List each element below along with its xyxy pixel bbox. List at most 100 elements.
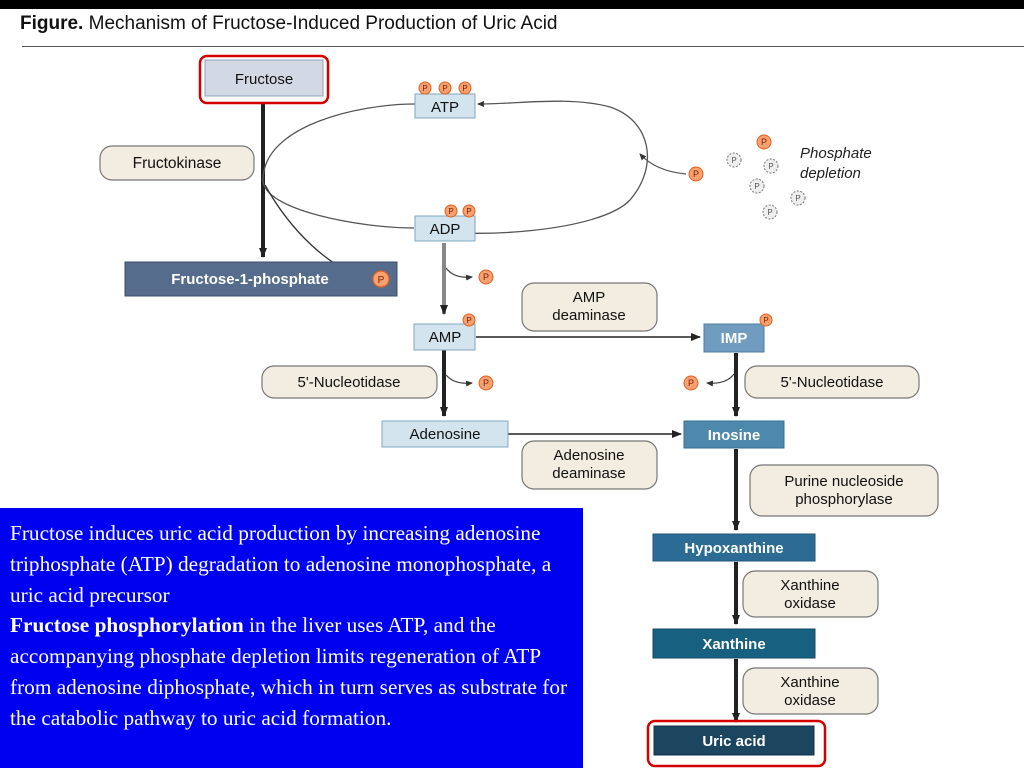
- pnp-line2: phosphorylase: [795, 491, 893, 508]
- svg-text:P: P: [761, 137, 767, 147]
- svg-text:P: P: [448, 207, 453, 216]
- pnp-line1: Purine nucleoside: [784, 473, 903, 490]
- nucleotidase-left-enzyme: 5'-Nucleotidase: [261, 365, 438, 399]
- svg-text:P: P: [462, 84, 467, 93]
- depleted-phosphate-icon: P: [762, 204, 778, 220]
- fructokinase-enzyme: Fructokinase: [99, 145, 255, 181]
- xanthine-oxidase-1-line1: Xanthine: [780, 577, 839, 594]
- caption-paragraph-2-rest: in the liver uses ATP, and the accompany…: [10, 613, 568, 730]
- figure-title: Figure. Mechanism of Fructose-Induced Pr…: [20, 13, 558, 35]
- figure-title-text: Mechanism of Fructose-Induced Production…: [88, 13, 558, 34]
- phosphate-icon: P: [688, 166, 704, 182]
- svg-text:P: P: [767, 208, 772, 217]
- fructose-1-phosphate-node: Fructose-1-phosphate: [124, 261, 398, 297]
- nucleotidase-right-label: 5'-Nucleotidase: [781, 374, 884, 391]
- amp-label: AMP: [429, 329, 462, 346]
- caption-paragraph-2: Fructose phosphorylation in the liver us…: [10, 610, 583, 733]
- svg-text:P: P: [768, 162, 773, 171]
- phosphate-icon: P: [444, 204, 458, 218]
- imp-phosphate-release: [706, 373, 735, 387]
- depleted-phosphate-icon: P: [726, 152, 742, 168]
- phosphate-icon: P: [759, 313, 773, 327]
- phosphate-icon: P: [756, 134, 772, 150]
- fructose-label: Fructose: [235, 71, 293, 88]
- xanthine-label: Xanthine: [702, 636, 765, 653]
- amp-deaminase-line2: deaminase: [552, 307, 625, 324]
- amp-node: AMP: [413, 323, 476, 351]
- hypoxanthine-label: Hypoxanthine: [684, 540, 783, 557]
- atp-label: ATP: [431, 99, 459, 116]
- nucleotidase-right-enzyme: 5'-Nucleotidase: [744, 365, 920, 399]
- svg-text:P: P: [688, 378, 694, 388]
- phosphate-depletion-line1: Phosphate: [800, 145, 872, 162]
- uric-acid-highlight-outline: [646, 719, 827, 768]
- amp-phosphate-release: [445, 374, 473, 387]
- adenosine-label: Adenosine: [410, 426, 481, 443]
- svg-text:P: P: [731, 156, 736, 165]
- svg-text:P: P: [466, 207, 471, 216]
- amp-deaminase-enzyme: AMP deaminase: [521, 282, 658, 332]
- xanthine-oxidase-enzyme-1: Xanthine oxidase: [742, 570, 879, 618]
- svg-text:P: P: [378, 275, 385, 286]
- adp-label: ADP: [430, 221, 461, 238]
- inosine-label: Inosine: [708, 427, 761, 444]
- depleted-phosphate-icon: P: [749, 178, 765, 194]
- caption-bold-term: Fructose phosphorylation: [10, 613, 244, 638]
- phosphate-icon: P: [478, 269, 494, 285]
- phosphate-input-arrow: [639, 153, 687, 175]
- imp-node: IMP: [703, 323, 765, 353]
- imp-label: IMP: [721, 330, 748, 347]
- uric-acid-label: Uric acid: [702, 733, 765, 750]
- phosphate-icon: P: [438, 81, 452, 95]
- adenosine-deaminase-line2: deaminase: [552, 465, 625, 482]
- svg-text:P: P: [795, 194, 800, 203]
- fructose-node: Fructose: [204, 59, 324, 97]
- phosphate-icon: P: [462, 313, 476, 327]
- xanthine-node: Xanthine: [652, 628, 816, 659]
- phosphate-icon: P: [462, 204, 476, 218]
- title-divider: [22, 46, 1024, 47]
- phosphate-icon: P: [458, 81, 472, 95]
- phosphate-depletion-line2: depletion: [800, 165, 861, 182]
- svg-text:P: P: [466, 316, 471, 325]
- svg-text:P: P: [422, 84, 427, 93]
- phosphate-icon: P: [418, 81, 432, 95]
- adenosine-node: Adenosine: [381, 420, 509, 448]
- xanthine-oxidase-1-line2: oxidase: [784, 595, 836, 612]
- fructose-highlight-outline: [198, 54, 330, 105]
- svg-text:P: P: [693, 169, 699, 179]
- amp-deaminase-line1: AMP: [573, 289, 606, 306]
- adp-node: ADP: [414, 215, 476, 242]
- top-black-bar: [0, 0, 1024, 9]
- svg-text:P: P: [754, 182, 759, 191]
- xanthine-oxidase-enzyme-2: Xanthine oxidase: [742, 667, 879, 715]
- phosphate-icon: P: [478, 375, 494, 391]
- atp-regeneration-curve: [414, 100, 649, 234]
- fructose-1-phosphate-label: Fructose-1-phosphate: [171, 271, 329, 288]
- nucleotidase-left-label: 5'-Nucleotidase: [298, 374, 401, 391]
- svg-text:P: P: [442, 84, 447, 93]
- uric-acid-node: Uric acid: [653, 725, 815, 756]
- atp-cycle-curve-bottom: [262, 179, 415, 229]
- phosphate-icon: P: [683, 375, 699, 391]
- caption-paragraph-1: Fructose induces uric acid production by…: [10, 521, 552, 607]
- adp-phosphate-group: P P: [444, 204, 476, 218]
- svg-text:P: P: [763, 316, 768, 325]
- depleted-phosphate-icon: P: [790, 190, 806, 206]
- atp-cycle-curve-top: [262, 103, 416, 181]
- caption-box: Fructose induces uric acid production by…: [0, 508, 583, 768]
- fructokinase-label: Fructokinase: [133, 155, 222, 172]
- phosphate-icon: P: [372, 270, 390, 288]
- atp-phosphate-group: P P P: [418, 81, 472, 95]
- adenosine-deaminase-line1: Adenosine: [554, 447, 625, 464]
- xanthine-oxidase-2-line2: oxidase: [784, 692, 836, 709]
- adp-phosphate-release: [445, 267, 473, 281]
- depleted-phosphate-icon: P: [763, 158, 779, 174]
- depleted-phosphate-cluster: P P P P P: [726, 152, 806, 220]
- svg-text:P: P: [483, 272, 489, 282]
- hypoxanthine-node: Hypoxanthine: [652, 533, 816, 562]
- adenosine-deaminase-enzyme: Adenosine deaminase: [521, 440, 658, 490]
- atp-node: ATP: [414, 93, 476, 119]
- svg-text:P: P: [483, 378, 489, 388]
